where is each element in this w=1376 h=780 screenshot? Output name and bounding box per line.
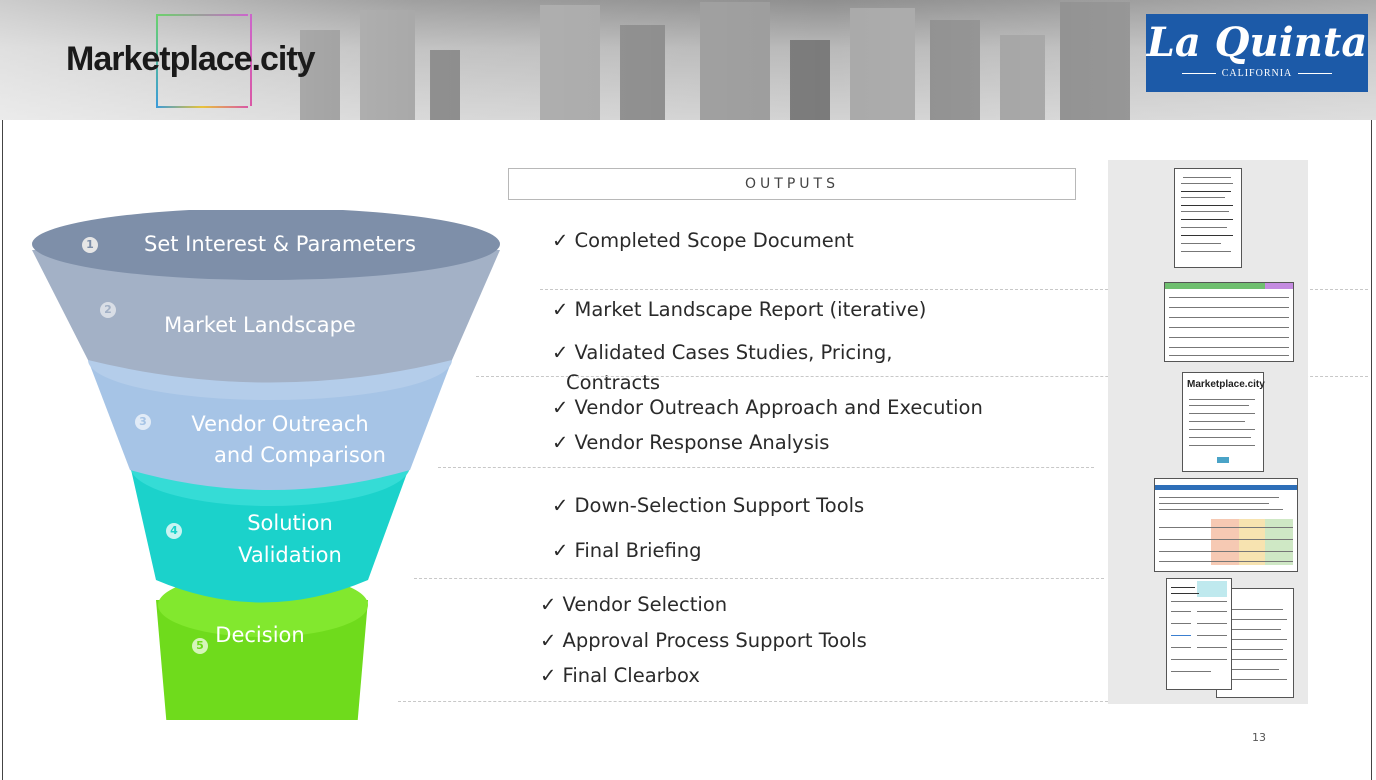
stage-5-label: Decision	[215, 623, 305, 647]
stage-1-number: 1	[82, 237, 98, 253]
output-item: ✓ Vendor Response Analysis	[552, 431, 830, 454]
stage-4-label-line-2: Validation	[238, 543, 342, 567]
approval-document-thumbnail-front	[1166, 578, 1232, 690]
scope-document-thumbnail	[1174, 168, 1242, 268]
stage-1-label: Set Interest & Parameters	[143, 232, 416, 256]
stage-2-label: Market Landscape	[164, 313, 356, 337]
output-item: ✓ Vendor Selection	[540, 593, 728, 616]
output-item: ✓ Validated Cases Studies, Pricing,	[552, 341, 893, 364]
header-banner: Marketplace.city La Quinta CALIFORNIA	[0, 0, 1376, 120]
separator-line	[476, 376, 1368, 377]
output-item: Contracts	[566, 371, 661, 394]
output-item: ✓ Completed Scope Document	[552, 229, 854, 252]
page-number: 13	[1252, 731, 1266, 744]
separator-line	[438, 467, 1094, 468]
doc-thumbnail-title: Marketplace.city	[1187, 379, 1265, 390]
output-item: ✓ Approval Process Support Tools	[540, 629, 867, 652]
down-selection-tool-thumbnail	[1154, 478, 1298, 572]
output-item: ✓ Final Clearbox	[540, 664, 700, 687]
city-logo-sub: CALIFORNIA	[1146, 68, 1368, 80]
stage-3-label-line-1: Vendor Outreach	[191, 412, 369, 436]
separator-line	[414, 578, 1104, 579]
document-thumbnails-panel: Marketplace.city	[1108, 160, 1308, 704]
stage-4-label-line-1: Solution	[247, 511, 333, 535]
stage-4-number: 4	[166, 523, 182, 539]
stage-2-number: 2	[100, 302, 116, 318]
output-item: ✓ Down-Selection Support Tools	[552, 494, 865, 517]
outputs-title: OUTPUTS	[508, 168, 1076, 200]
funnel-stage-2-shape	[32, 250, 500, 383]
separator-line	[540, 289, 1368, 290]
city-logo: La Quinta CALIFORNIA	[1146, 14, 1368, 92]
output-item: ✓ Vendor Outreach Approach and Execution	[552, 396, 983, 419]
separator-line	[398, 701, 1118, 702]
stage-5-number: 5	[192, 638, 208, 654]
stage-3-number: 3	[135, 414, 151, 430]
city-logo-script: La Quinta	[1146, 19, 1368, 66]
brand-logo-frame	[156, 14, 252, 108]
output-item: ✓ Market Landscape Report (iterative)	[552, 298, 927, 321]
market-landscape-report-thumbnail	[1164, 282, 1294, 362]
stage-3-label-line-2: and Comparison	[214, 443, 386, 467]
funnel-graphic	[32, 210, 500, 720]
brand-logo: Marketplace.city	[66, 40, 316, 78]
funnel-stage-1-top	[32, 210, 500, 280]
vendor-outreach-document-thumbnail: Marketplace.city	[1182, 372, 1265, 472]
output-item: ✓ Final Briefing	[552, 539, 702, 562]
